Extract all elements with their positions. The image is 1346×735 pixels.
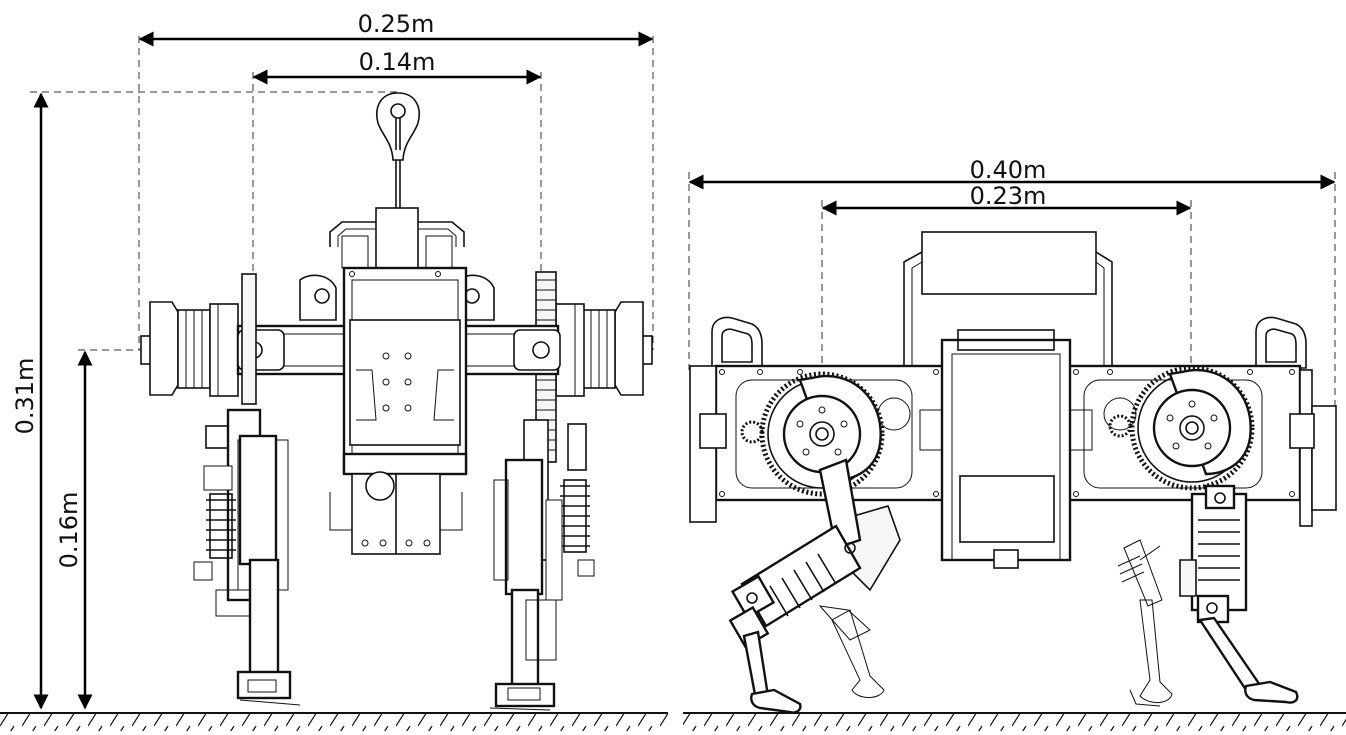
front-right-leg <box>489 419 595 711</box>
front-height-body-label: 0.16m <box>55 492 83 569</box>
front-body <box>329 266 468 555</box>
side-dimension-guides <box>688 172 1336 410</box>
left-hip-motor <box>140 301 239 397</box>
side-gear-right <box>1108 365 1255 491</box>
right-hip-motor <box>555 301 653 397</box>
side-length-inner-dimension: 0.23m <box>821 182 1192 216</box>
side-body <box>877 329 1137 569</box>
side-bolts <box>719 369 1295 497</box>
left-spring <box>206 493 236 559</box>
right-spring <box>560 479 590 553</box>
front-width-inner-dimension: 0.14m <box>252 48 542 85</box>
hook <box>376 92 420 208</box>
front-left-leg <box>193 273 301 706</box>
side-length-outer-dimension: 0.40m <box>688 156 1336 190</box>
side-length-outer-label: 0.40m <box>970 156 1047 184</box>
side-handle-right <box>1255 316 1307 369</box>
front-height-body-dimension: 0.16m <box>55 350 93 710</box>
side-right-leg <box>1117 484 1299 707</box>
front-width-outer-label: 0.25m <box>358 10 435 38</box>
side-right-spring <box>1190 492 1248 612</box>
side-length-inner-label: 0.23m <box>970 182 1047 210</box>
front-width-outer-dimension: 0.25m <box>138 10 654 47</box>
front-width-inner-label: 0.14m <box>359 48 436 76</box>
side-view-robot <box>689 231 1337 714</box>
ground-right <box>683 712 1346 731</box>
front-height-total-dimension: 0.31m <box>11 92 49 710</box>
front-dimension-guides <box>30 36 654 351</box>
side-handle-left <box>711 316 763 369</box>
front-height-total-label: 0.31m <box>11 358 39 435</box>
side-left-leg <box>728 458 901 714</box>
front-view-robot <box>140 92 653 711</box>
ground-left <box>0 712 668 731</box>
